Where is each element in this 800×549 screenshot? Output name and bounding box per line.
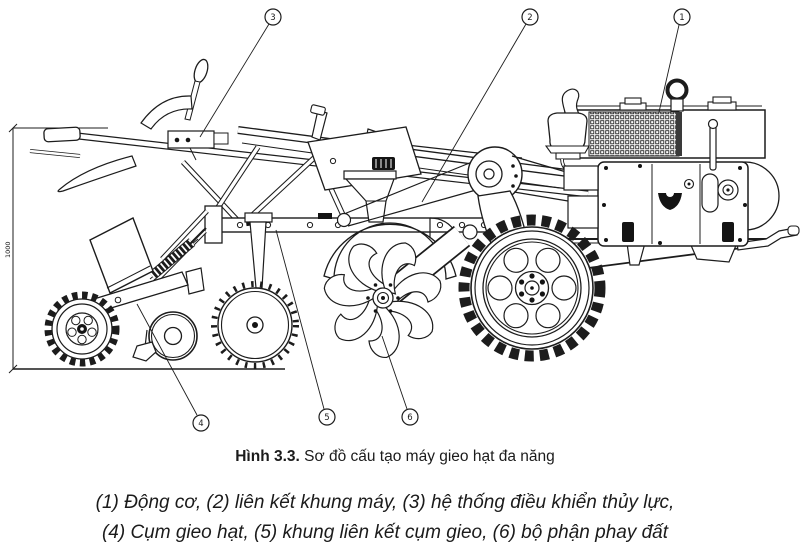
seed-hopper-funnel [343, 157, 397, 223]
engine [544, 78, 780, 247]
hydraulic-control-unit [140, 58, 229, 161]
figure-caption-text: Sơ đồ cấu tạo máy gieo hạt đa năng [299, 448, 555, 465]
callout-3-number: 3 [270, 13, 275, 23]
dimension-label: 1000 [4, 241, 12, 258]
callouts: 1 2 3 4 5 6 [136, 8, 691, 432]
callout-4-number: 4 [198, 419, 203, 429]
filler-caps [619, 96, 737, 111]
callout-2-number: 2 [527, 13, 532, 23]
furrow-opener [132, 329, 157, 362]
seed-box [89, 217, 154, 294]
callout-1-number: 1 [679, 13, 684, 23]
radiator-grid [588, 111, 680, 157]
callout-5-number: 5 [324, 413, 329, 423]
callout-2: 2 [421, 8, 539, 203]
seeder-unit [44, 209, 209, 367]
tiller-blades [323, 242, 442, 358]
engine-block [563, 161, 749, 247]
drive-wheel [458, 214, 606, 362]
lifting-eye [665, 78, 689, 112]
dipstick-rod [707, 118, 719, 171]
callout-6-number: 6 [407, 413, 412, 423]
drawbar [736, 225, 800, 251]
callout-5: 5 [275, 229, 336, 426]
callout-6: 6 [381, 335, 419, 426]
figure-caption-label: Hình 3.3. [235, 448, 300, 465]
radiator-and-fuel-tank [564, 105, 766, 159]
callout-1: 1 [658, 8, 691, 113]
seeder-spring [148, 227, 207, 280]
rotary-tiller [323, 222, 471, 358]
press-roller [148, 311, 198, 361]
callout-3: 3 [199, 8, 282, 138]
figure-caption: Hình 3.3. Sơ đồ cấu tạo máy gieo hạt đa … [0, 448, 790, 466]
press-wheel [211, 212, 299, 369]
figure-legend-line-1: (1) Động cơ, (2) liên kết khung máy, (3)… [95, 492, 675, 513]
machine-diagram: 1000 [4, 8, 800, 432]
front-gauge-wheel [44, 291, 120, 367]
air-cleaner [544, 88, 592, 175]
callout-4: 4 [136, 303, 210, 432]
figure-legend-line-2: (4) Cụm gieo hạt, (5) khung liên kết cụm… [101, 522, 669, 543]
